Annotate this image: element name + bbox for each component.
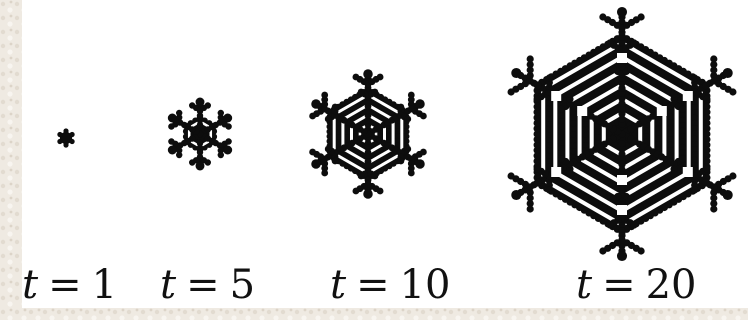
time-variable: t [576,262,593,308]
equals-sign: = [602,262,636,308]
time-value: 20 [645,262,697,308]
stage-label-t10: t=10 [330,262,451,308]
stage-label-t1: t=1 [22,262,117,308]
stage-label-t20: t=20 [576,262,697,308]
equals-sign: = [356,262,390,308]
snowflake-t10 [309,69,427,199]
time-variable: t [330,262,347,308]
snowflake-t5 [167,97,233,171]
snowflake-t20 [507,6,737,262]
time-variable: t [22,262,39,308]
equals-sign: = [186,262,220,308]
stage-label-t5: t=5 [160,262,255,308]
time-variable: t [160,262,177,308]
left-texture-strip [0,0,22,320]
time-value: 5 [229,262,256,308]
equals-sign: = [48,262,82,308]
time-value: 1 [91,262,118,308]
snowflake-t1 [57,128,75,148]
bottom-texture-strip [0,308,748,320]
time-value: 10 [399,262,451,308]
